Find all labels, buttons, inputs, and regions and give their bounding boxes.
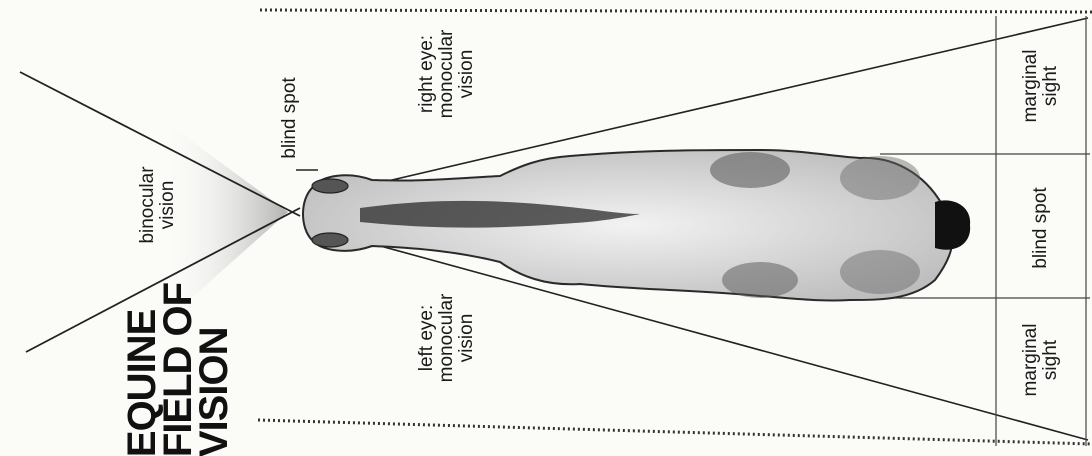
left-eye-label: left eye: monocular vision <box>417 294 477 383</box>
bottom-dotted-boundary <box>258 420 1092 444</box>
right-eye-label: right eye: monocular vision <box>417 30 477 119</box>
marginal-sight-top-label: marginal sight <box>1021 50 1061 123</box>
title-line-1: EQUINE <box>124 283 160 456</box>
horse-hip-shade-bottom <box>840 250 920 294</box>
blind-spot-rear-label: blind spot <box>1031 187 1051 268</box>
horse-hip-shade-top <box>840 156 920 200</box>
blind-spot-front-label: blind spot <box>279 77 301 158</box>
horse-shoulder-shade-top <box>710 152 790 188</box>
top-dotted-boundary <box>260 10 1092 12</box>
diagram-title: EQUINE FIELD OF VISION <box>124 283 232 456</box>
title-line-2: FIELD OF <box>160 283 196 456</box>
title-line-3: VISION <box>196 283 232 456</box>
binocular-vision-label: binocular vision <box>138 166 178 243</box>
horse-shoulder-shade-bottom <box>722 262 798 298</box>
horse-tail <box>935 200 970 249</box>
horse-silhouette <box>303 150 970 301</box>
marginal-sight-bottom-label: marginal sight <box>1021 324 1061 397</box>
horse-ear-right <box>312 179 348 193</box>
horse-ear-left <box>312 233 348 247</box>
